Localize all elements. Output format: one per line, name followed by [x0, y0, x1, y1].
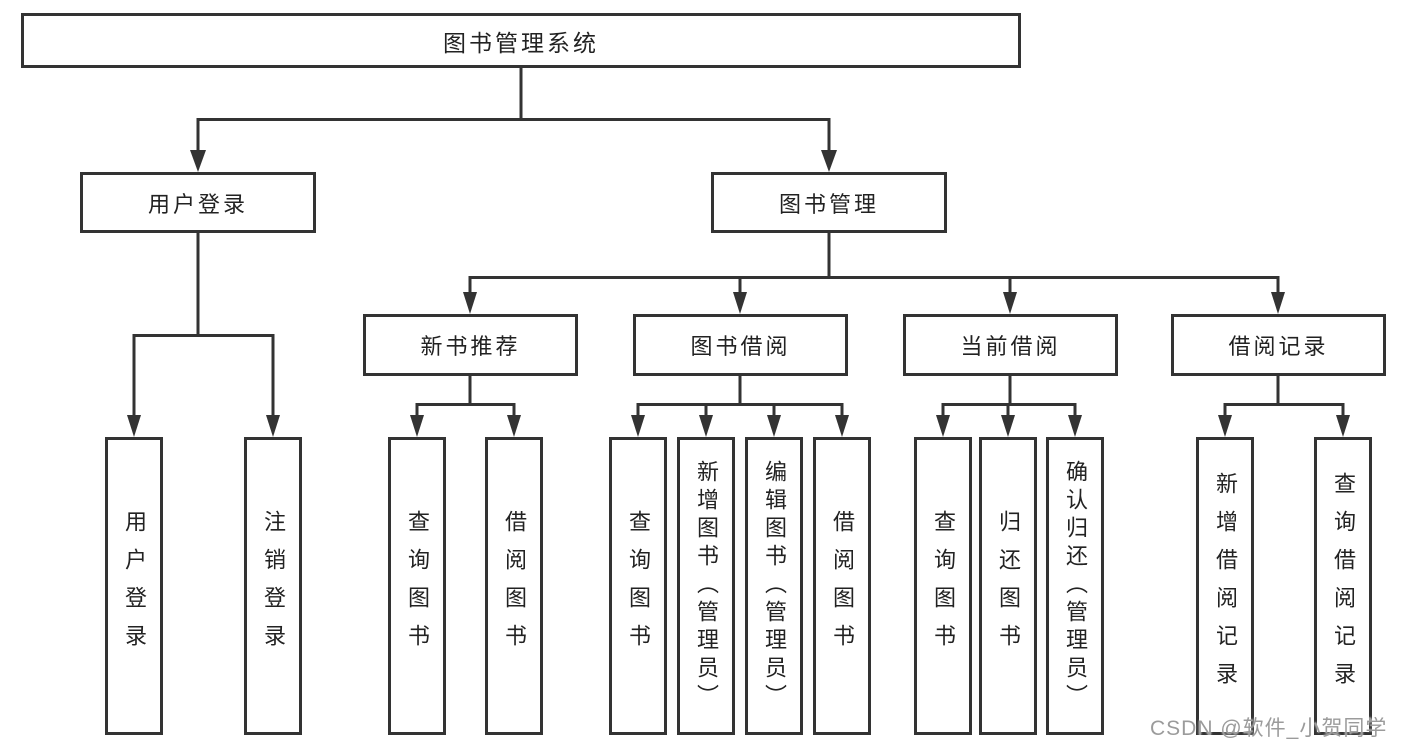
csdn-watermark: CSDN @软件_小贺同学	[1150, 717, 1388, 740]
leaf-query-books-2: 查询图书	[609, 437, 667, 735]
arrowheads-leaves	[410, 415, 1350, 437]
node-borrow-records: 借阅记录	[1171, 314, 1386, 376]
connector-current-borrow	[941, 376, 1077, 418]
leaf-logout: 注销登录	[244, 437, 302, 735]
node-book-borrow: 图书借阅	[633, 314, 848, 376]
node-new-books: 新书推荐	[363, 314, 578, 376]
leaf-query-books-3: 查询图书	[914, 437, 972, 735]
leaf-return-book: 归还图书	[979, 437, 1037, 735]
leaf-query-borrow-record: 查询借阅记录	[1314, 437, 1372, 735]
leaf-query-books-1: 查询图书	[388, 437, 446, 735]
leaf-user-login: 用户登录	[105, 437, 163, 735]
leaf-confirm-return-admin: 确认归还（管理员）	[1046, 437, 1104, 735]
node-book-mgmt: 图书管理	[711, 172, 947, 233]
arrowheads-level2	[190, 150, 837, 172]
leaf-add-borrow-record: 新增借阅记录	[1196, 437, 1254, 735]
arrowheads-level3	[463, 292, 1285, 314]
connector-new-books	[415, 376, 516, 418]
connector-book-borrow	[636, 376, 844, 418]
connector-root	[196, 68, 831, 154]
node-current-borrow: 当前借阅	[903, 314, 1118, 376]
leaf-edit-book-admin: 编辑图书（管理员）	[745, 437, 803, 735]
connector-borrow-records	[1223, 376, 1345, 418]
node-root: 图书管理系统	[21, 13, 1021, 68]
node-user-login: 用户登录	[80, 172, 316, 233]
connector-user-login	[132, 233, 275, 418]
arrowheads-user-login	[127, 415, 280, 437]
leaf-borrow-books-1: 借阅图书	[485, 437, 543, 735]
leaf-borrow-books-2: 借阅图书	[813, 437, 871, 735]
connector-book-mgmt	[468, 233, 1280, 295]
leaf-add-book-admin: 新增图书（管理员）	[677, 437, 735, 735]
